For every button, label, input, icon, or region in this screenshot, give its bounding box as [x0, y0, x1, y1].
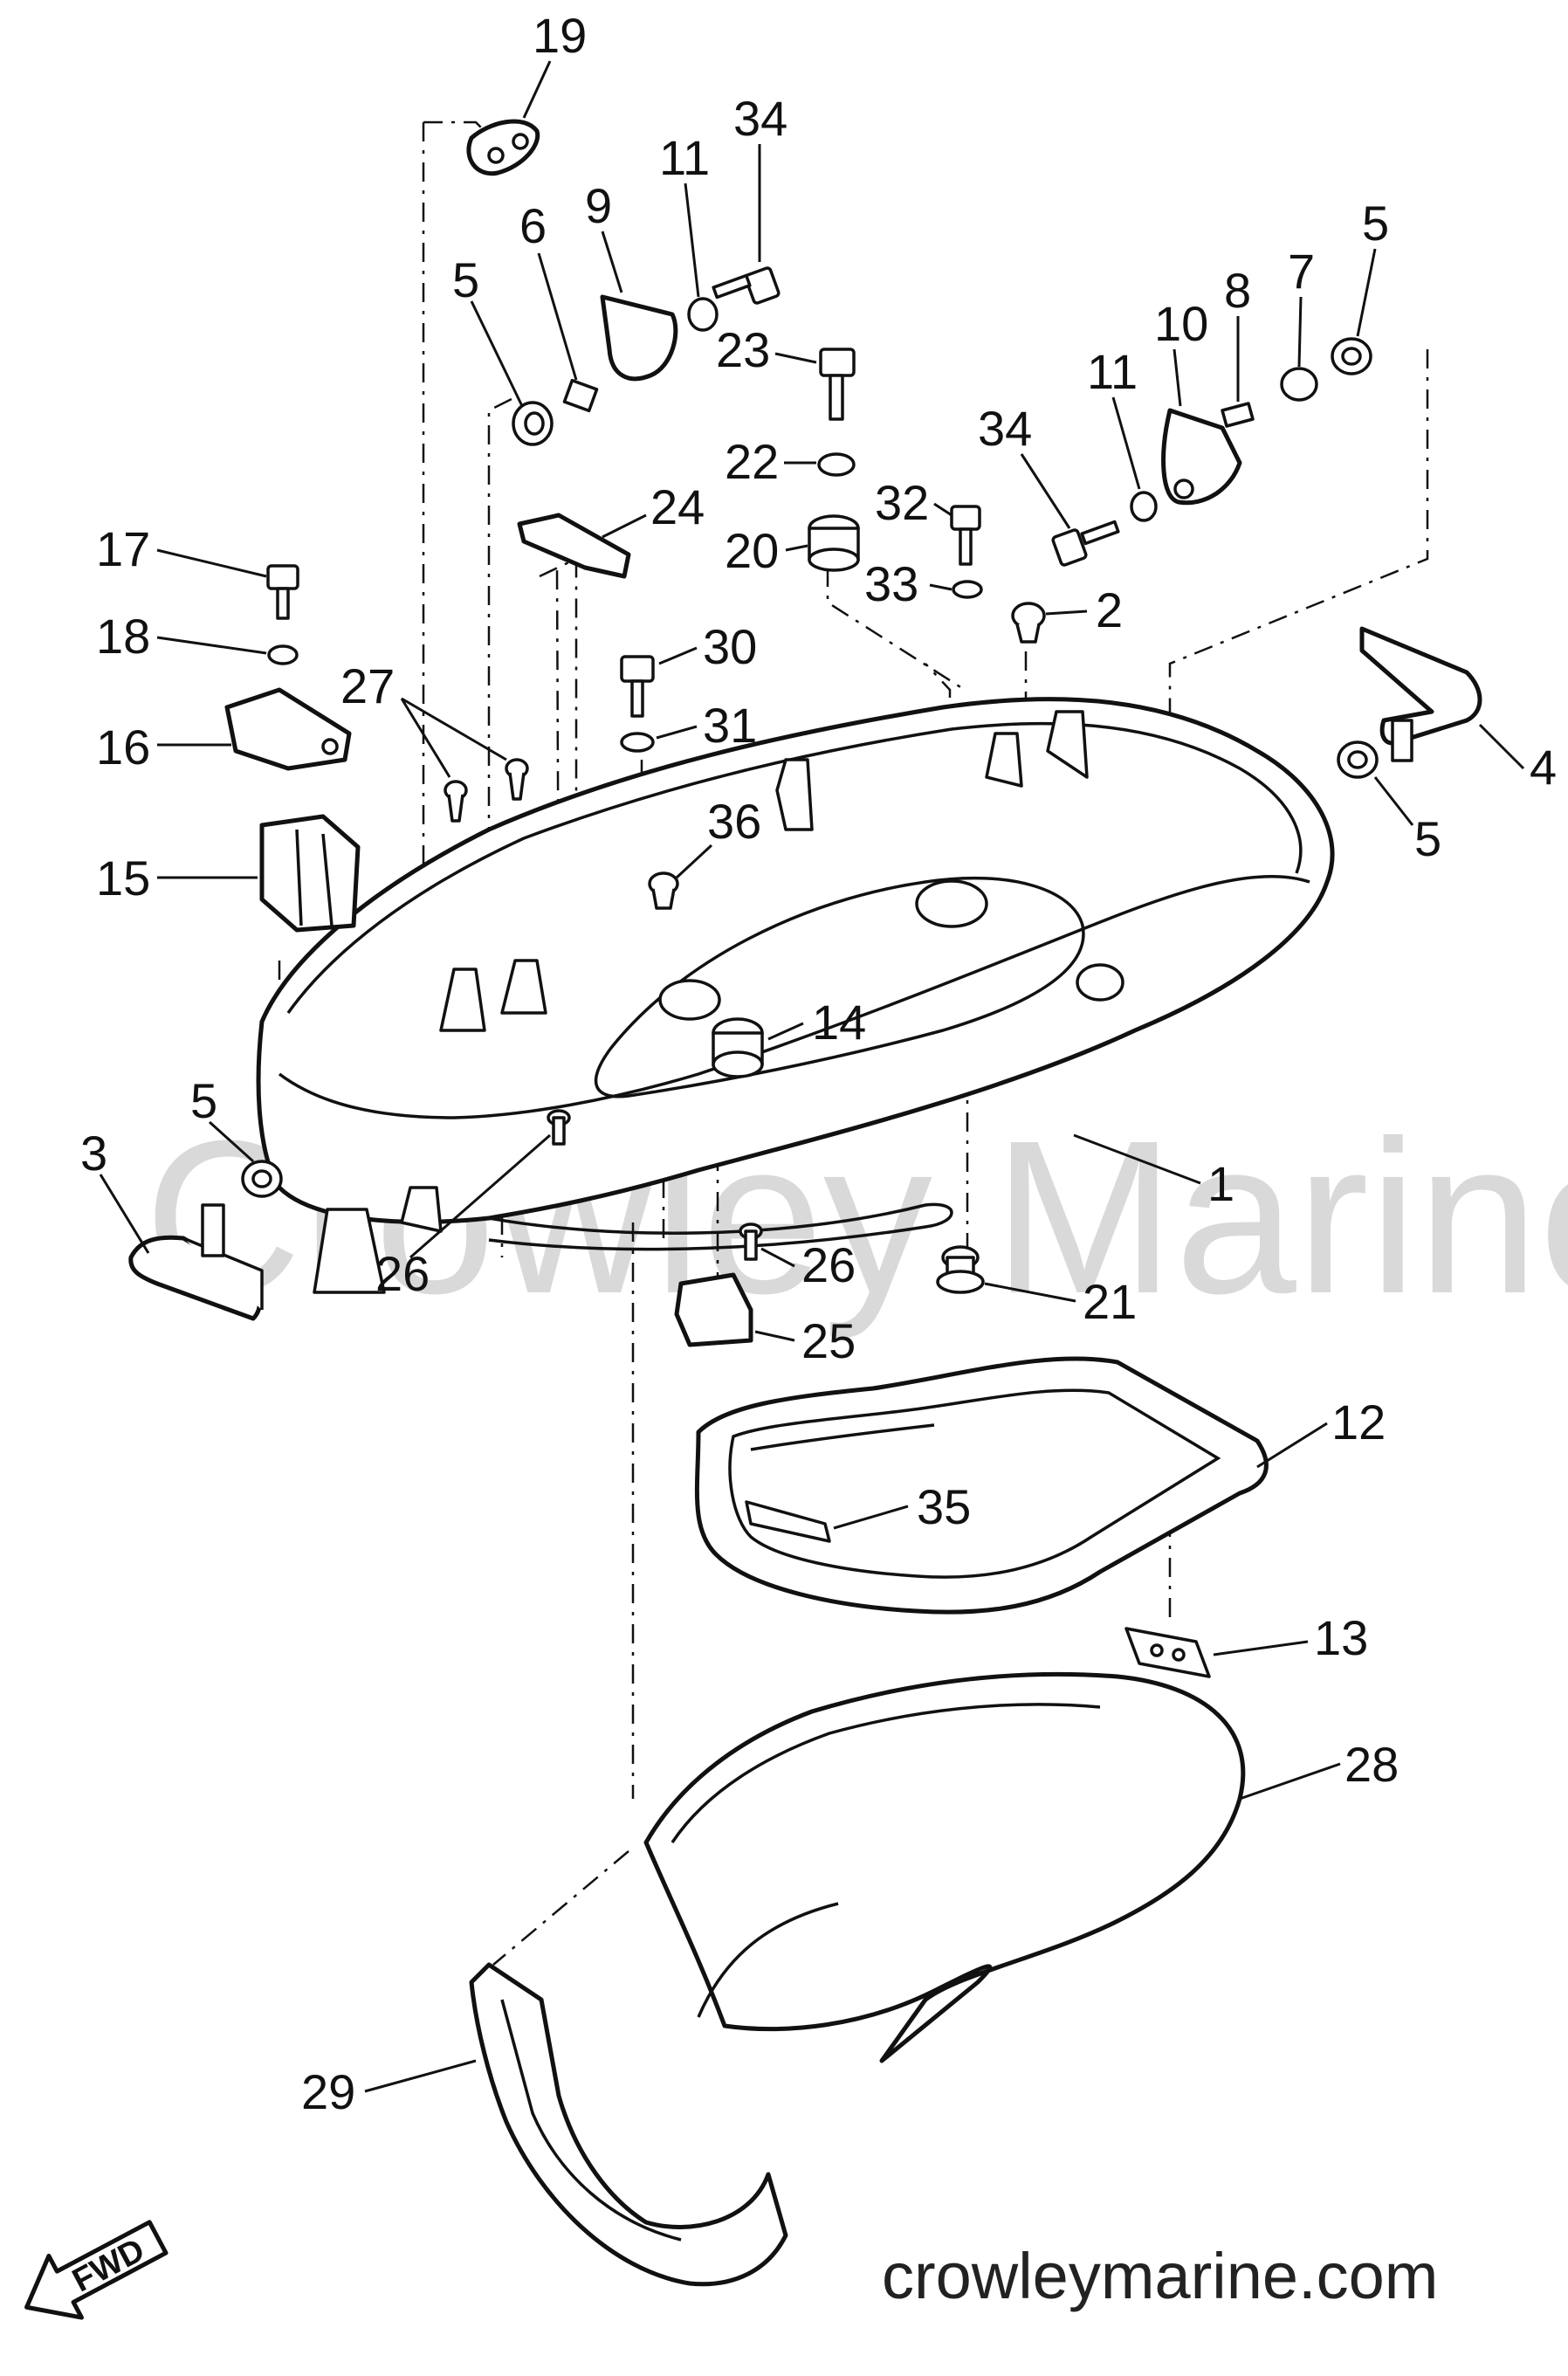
part-18-washer [267, 644, 299, 665]
part-27-pin-a [444, 780, 468, 823]
callout-2: 2 [1096, 582, 1123, 637]
callout-21: 21 [1083, 1274, 1137, 1329]
part-5-grommet-a [512, 401, 554, 446]
part-31-washer [620, 732, 655, 753]
callout-15: 15 [96, 851, 150, 906]
part-10-bracket [1161, 408, 1242, 506]
callout-29: 29 [301, 2064, 355, 2119]
part-3-lever [128, 1203, 264, 1321]
callout-11-b: 11 [1087, 344, 1138, 399]
part-17-bolt [266, 564, 299, 620]
callout-22: 22 [725, 434, 779, 489]
part-14-plug [712, 1017, 764, 1078]
callout-18: 18 [96, 609, 150, 664]
callout-12: 12 [1331, 1395, 1386, 1450]
callout-3: 3 [80, 1126, 107, 1181]
part-19-plate [466, 119, 540, 176]
callout-7: 7 [1288, 244, 1315, 299]
callout-35: 35 [917, 1479, 971, 1534]
part-22-washer [817, 452, 856, 477]
part-34-bolt-a [712, 266, 781, 305]
part-7-collar [1280, 367, 1318, 402]
callout-1: 1 [1207, 1156, 1234, 1211]
part-12-seal-frame [694, 1356, 1269, 1615]
callout-20: 20 [725, 523, 779, 578]
part-33-washer [952, 580, 983, 599]
part-32-bolt [950, 505, 981, 566]
callout-10: 10 [1154, 296, 1208, 351]
callout-14: 14 [812, 995, 866, 1050]
part-11-washer-b [1130, 491, 1158, 522]
callout-5-b: 5 [1362, 196, 1389, 251]
part-13-plate [1124, 1627, 1211, 1678]
website-text: crowleymarine.com [882, 2240, 1438, 2312]
part-25-block [674, 1272, 753, 1347]
part-34-bolt-b [1051, 520, 1120, 567]
part-5-grommet-d [241, 1160, 283, 1198]
callout-5-d: 5 [190, 1073, 217, 1128]
callout-27: 27 [340, 658, 395, 713]
part-20-bushing [808, 514, 860, 572]
callout-19: 19 [533, 8, 587, 63]
callout-4: 4 [1530, 740, 1557, 795]
part-27-pin-b [505, 758, 529, 801]
callout-8: 8 [1224, 263, 1251, 318]
callout-16: 16 [96, 720, 150, 775]
part-6-clip [562, 378, 599, 413]
callout-36: 36 [707, 794, 761, 849]
part-15-cushion [259, 814, 361, 933]
part-8-pin [1221, 402, 1255, 428]
callout-5-c: 5 [1414, 811, 1441, 866]
callout-25: 25 [801, 1313, 856, 1368]
callout-30: 30 [703, 619, 757, 674]
part-16-bracket [224, 687, 352, 771]
part-4-lever [1359, 626, 1482, 762]
part-21-bushing [936, 1245, 985, 1294]
part-24-bracket [517, 513, 631, 579]
callout-34-a: 34 [733, 91, 787, 146]
callout-13: 13 [1314, 1610, 1368, 1665]
part-36-plug [648, 871, 679, 910]
callout-33: 33 [864, 556, 918, 611]
callout-11-a: 11 [659, 130, 710, 185]
part-5-grommet-b [1331, 337, 1372, 375]
part-30-bolt [620, 655, 655, 718]
part-5-grommet-c [1337, 740, 1379, 779]
part-28-lower-cover [643, 1671, 1246, 2063]
callout-26-a: 26 [375, 1246, 430, 1301]
callout-26-b: 26 [801, 1237, 856, 1292]
callout-32: 32 [875, 475, 929, 530]
callout-23: 23 [716, 322, 770, 377]
part-26-screw-a [547, 1109, 571, 1146]
callout-9: 9 [585, 178, 612, 233]
callout-24: 24 [650, 479, 705, 534]
part-2-grommet [1011, 602, 1046, 644]
bottom-cowling [256, 697, 1335, 1294]
part-29-front-cover [469, 1962, 788, 2287]
part-11-washer-a [687, 297, 719, 332]
callout-5-a: 5 [452, 252, 479, 307]
fwd-arrow: FWD [24, 2220, 168, 2320]
part-9-bracket [600, 294, 678, 382]
callout-17: 17 [96, 521, 150, 576]
callout-6: 6 [519, 198, 547, 253]
part-23-bolt [819, 348, 856, 421]
callout-34-b: 34 [978, 401, 1032, 456]
callout-28: 28 [1344, 1737, 1399, 1792]
part-26-screw-b [739, 1222, 763, 1261]
callout-31: 31 [703, 698, 757, 753]
